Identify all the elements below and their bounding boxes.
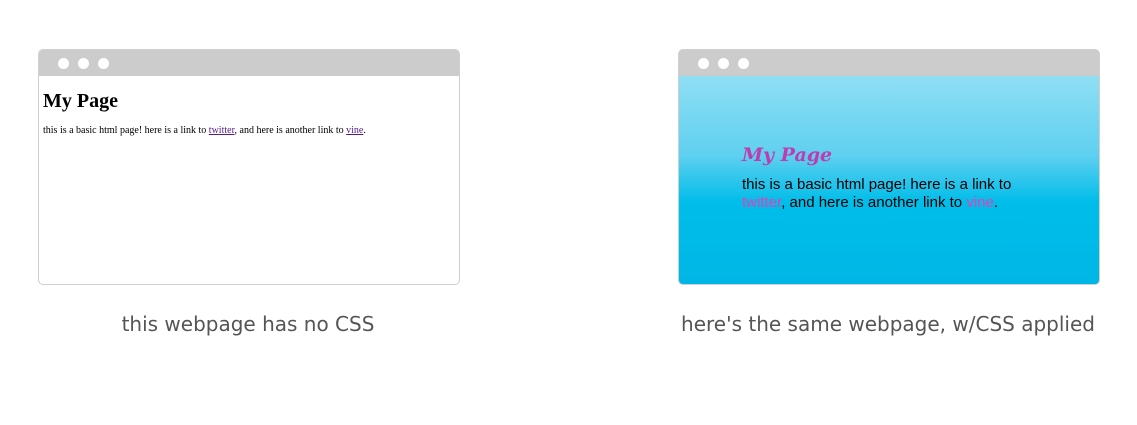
paragraph-text: , and here is another link to	[781, 194, 967, 211]
page-paragraph: this is a basic html page! here is a lin…	[742, 176, 1042, 212]
window-dot-icon	[698, 58, 709, 69]
page-heading: My Page	[43, 90, 118, 112]
browser-window-no-css: My Page this is a basic html page! here …	[38, 49, 460, 285]
paragraph-text: this is a basic html page! here is a lin…	[43, 125, 209, 136]
caption-no-css: this webpage has no CSS	[121, 312, 375, 336]
caption-with-css: here's the same webpage, w/CSS applied	[681, 312, 1095, 336]
window-dot-icon	[78, 58, 89, 69]
paragraph-text: , and here is another link to	[234, 125, 347, 136]
window-dot-icon	[718, 58, 729, 69]
paragraph-text: this is a basic html page! here is a lin…	[742, 176, 1012, 193]
window-dot-icon	[58, 58, 69, 69]
vine-link[interactable]: vine	[346, 125, 364, 136]
page-heading: My Page	[742, 144, 833, 166]
paragraph-text: .	[363, 125, 366, 136]
page-content-styled: My Page this is a basic html page! here …	[742, 142, 1042, 212]
twitter-link[interactable]: twitter	[208, 125, 235, 136]
page-paragraph: this is a basic html page! here is a lin…	[43, 125, 455, 137]
paragraph-text: .	[993, 194, 999, 211]
browser-window-with-css	[678, 49, 1100, 285]
browser-titlebar	[679, 50, 1099, 76]
twitter-link[interactable]: twitter	[742, 194, 782, 211]
page-content-plain: My Page this is a basic html page! here …	[39, 90, 459, 137]
window-dot-icon	[738, 58, 749, 69]
window-dot-icon	[98, 58, 109, 69]
vine-link[interactable]: vine	[966, 194, 994, 211]
browser-titlebar	[39, 50, 459, 76]
